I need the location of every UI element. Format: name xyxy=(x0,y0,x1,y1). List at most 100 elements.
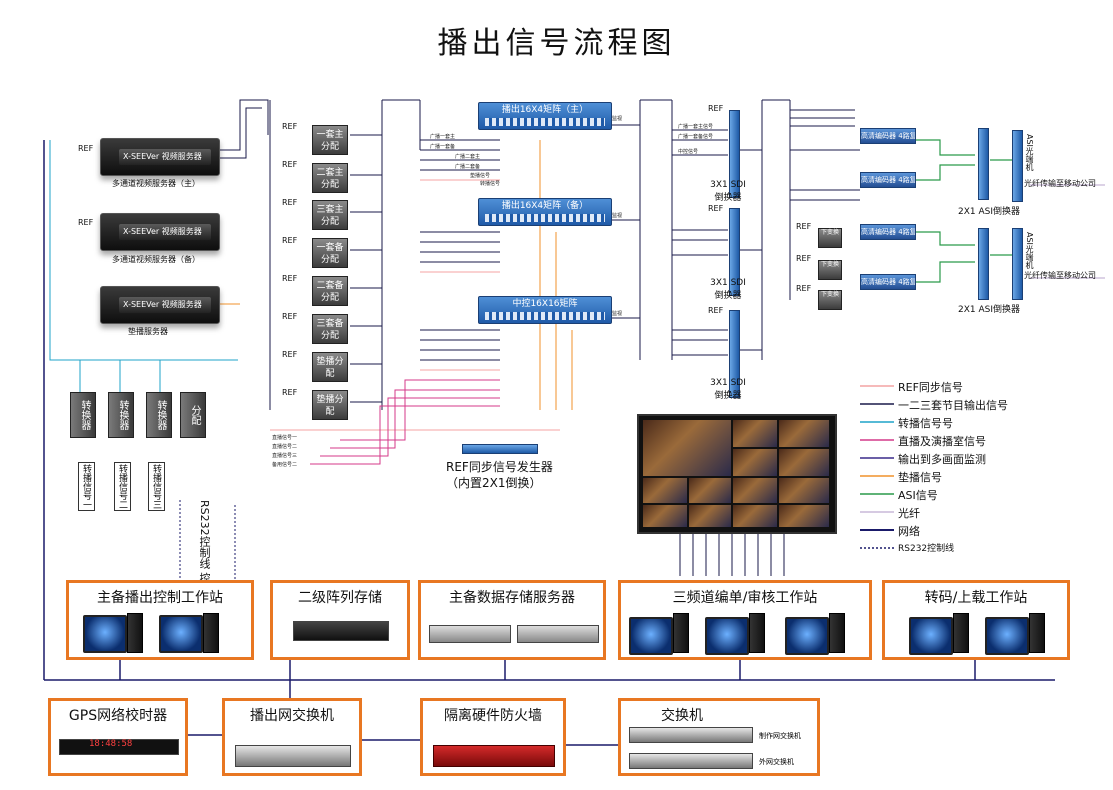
studio-signal: 直播信号一 xyxy=(272,435,298,441)
network-label: 隔离硬件防火墙 xyxy=(444,708,542,724)
legend-item: 垫播信号 xyxy=(898,471,942,484)
switch-sub-label: 制作网交换机 xyxy=(759,732,801,740)
matrix-title: 播出16X4矩阵（主） xyxy=(501,105,589,115)
fiber-destination: 光纤传输至移动公司 xyxy=(1024,271,1096,280)
matrix-central: 中控16X16矩阵 xyxy=(478,296,612,324)
legend-item: ASI信号 xyxy=(898,489,938,502)
ref-label: REF xyxy=(708,104,724,113)
distributor: 垫播分配 xyxy=(312,390,348,420)
padding-server: X-SEEVer 视频服务器 xyxy=(100,286,220,324)
ref-generator-sub: （内置2X1倒换） xyxy=(446,476,542,490)
workstation-label: 转码/上载工作站 xyxy=(924,590,1028,606)
sdi-input-label: 广播一套主信号 xyxy=(678,124,714,130)
matrix-input-label: 广播一套主 xyxy=(430,134,456,140)
sdi-input-label: 广播一套备信号 xyxy=(678,134,714,140)
converter-box: 转换器 xyxy=(108,392,134,438)
matrix-backup: 播出16X4矩阵（备） xyxy=(478,198,612,226)
network-box: 播出网交换机 xyxy=(222,698,362,776)
ref-label: REF xyxy=(796,284,812,293)
ref-generator-icon xyxy=(462,444,538,454)
network-label: 播出网交换机 xyxy=(250,708,334,724)
fiber-terminal xyxy=(1012,130,1023,202)
encoder: 高清编码器 4路复用器 xyxy=(860,224,916,240)
studio-signal: 直播信号三 xyxy=(272,453,298,459)
server-brand: X-SEEVer 视频服务器 xyxy=(123,152,202,161)
sdi-switch xyxy=(729,208,740,296)
matrix-main: 播出16X4矩阵（主） xyxy=(478,102,612,130)
sdi-switch xyxy=(729,310,740,398)
converter-box: 转换器 xyxy=(146,392,172,438)
ref-generator-label: REF同步信号发生器 xyxy=(446,460,553,474)
gps-time-display: 18:48:58 xyxy=(89,739,133,749)
sdi-switch-label: 3X1 SDI倒换器 xyxy=(710,378,746,401)
fiber-terminal-label: ASI光端机 xyxy=(1025,232,1034,269)
sdi-input-label: 中控信号 xyxy=(678,149,699,155)
ref-label: REF xyxy=(282,236,298,245)
ref-label: REF xyxy=(282,350,298,359)
converter-box: 转换器 xyxy=(70,392,96,438)
encoder: 高清编码器 4路复用器 xyxy=(860,274,916,290)
server-caption: 垫播服务器 xyxy=(128,327,168,336)
studio-signal: 直播信号二 xyxy=(272,444,298,450)
ref-label: REF xyxy=(78,144,94,153)
converter-input: 转播信号一 xyxy=(78,462,95,511)
video-server-backup: X-SEEVer 视频服务器 xyxy=(100,213,220,251)
workstation-label: 三频道编单/审核工作站 xyxy=(672,590,818,606)
distributor: 三套主分配 xyxy=(312,200,348,230)
matrix-title: 中控16X16矩阵 xyxy=(512,299,578,309)
legend-item: 输出到多画面监测 xyxy=(898,453,986,466)
ref-label: REF xyxy=(796,222,812,231)
workstation-box: 三频道编单/审核工作站 xyxy=(618,580,872,660)
ref-label: REF xyxy=(708,306,724,315)
down-converter: 下变换 xyxy=(818,228,842,248)
asi-switch-label: 2X1 ASI倒换器 xyxy=(958,305,1021,315)
matrix-title: 播出16X4矩阵（备） xyxy=(501,201,589,211)
page-title: 播出信号流程图 xyxy=(437,26,676,61)
server-caption: 多通道视频服务器（备） xyxy=(112,255,200,264)
matrix-output-label: 监视 xyxy=(612,213,623,219)
workstation-box: 转码/上载工作站 xyxy=(882,580,1070,660)
legend-item: 转播信号号 xyxy=(898,417,953,430)
distributor: 一套主分配 xyxy=(312,125,348,155)
ref-label: REF xyxy=(282,122,298,131)
ref-label: REF xyxy=(78,218,94,227)
down-converter: 下变换 xyxy=(818,290,842,310)
legend-item: REF同步信号 xyxy=(898,381,963,394)
network-box: 交换机 制作网交换机 外网交换机 xyxy=(618,698,820,776)
legend-item: 光纤 xyxy=(898,507,920,520)
distributor: 垫播分配 xyxy=(312,352,348,382)
sdi-switch-label: 3X1 SDI倒换器 xyxy=(710,278,746,301)
workstation-box: 二级阵列存储 xyxy=(270,580,410,660)
network-label: GPS网络校时器 xyxy=(68,708,168,724)
sdi-switch xyxy=(729,110,740,198)
workstation-box: 主备播出控制工作站 xyxy=(66,580,254,660)
ref-label: REF xyxy=(708,204,724,213)
workstation-label: 主备数据存储服务器 xyxy=(449,590,575,606)
matrix-output-label: 监视 xyxy=(612,311,623,317)
multiview-monitor xyxy=(637,414,837,534)
ref-label: REF xyxy=(282,274,298,283)
legend-item: RS232控制线 xyxy=(898,544,955,554)
video-server-main: X-SEEVer 视频服务器 xyxy=(100,138,220,176)
ref-label: REF xyxy=(282,388,298,397)
encoder: 高清编码器 4路复用器 xyxy=(860,128,916,144)
ref-label: REF xyxy=(282,198,298,207)
workstation-box: 主备数据存储服务器 xyxy=(418,580,606,660)
asi-switch xyxy=(978,128,989,200)
matrix-input-label: 广播二套备 xyxy=(455,164,481,170)
fiber-terminal xyxy=(1012,228,1023,300)
sdi-switch-label: 3X1 SDI倒换器 xyxy=(710,180,746,203)
legend-item: 网络 xyxy=(898,525,920,538)
server-caption: 多通道视频服务器（主） xyxy=(112,179,200,188)
matrix-input-label: 垫播信号 xyxy=(470,173,491,179)
matrix-input-label: 转播信号 xyxy=(480,181,501,187)
fiber-destination: 光纤传输至移动公司 xyxy=(1024,179,1096,188)
workstation-label: 二级阵列存储 xyxy=(298,590,382,606)
server-brand: X-SEEVer 视频服务器 xyxy=(123,300,202,309)
network-label: 交换机 xyxy=(661,708,703,724)
legend-item: 直播及演播室信号 xyxy=(898,435,986,448)
ref-label: REF xyxy=(282,160,298,169)
network-box: GPS网络校时器 18:48:58 xyxy=(48,698,188,776)
converter-input: 转播信号二 xyxy=(114,462,131,511)
